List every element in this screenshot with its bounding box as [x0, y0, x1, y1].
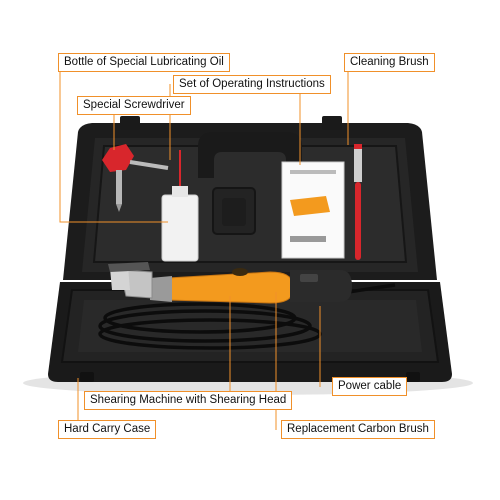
callout-lubricating-oil: Bottle of Special Lubricating Oil — [58, 53, 230, 72]
callout-screwdriver: Special Screwdriver — [77, 96, 191, 115]
callout-cleaning-brush: Cleaning Brush — [344, 53, 435, 72]
callout-shearing-machine: Shearing Machine with Shearing Head — [84, 391, 293, 410]
case-handle — [198, 132, 302, 178]
cleaning-brush — [354, 144, 362, 260]
callout-carry-case: Hard Carry Case — [58, 420, 157, 439]
screwdriver — [102, 144, 169, 212]
shearing-machine — [108, 262, 352, 304]
oil-bottle — [161, 150, 199, 262]
instructions-booklet — [281, 161, 345, 259]
callout-carbon-brush: Replacement Carbon Brush — [281, 420, 435, 439]
callout-power-cable: Power cable — [332, 377, 408, 396]
callout-instructions: Set of Operating Instructions — [173, 75, 331, 94]
